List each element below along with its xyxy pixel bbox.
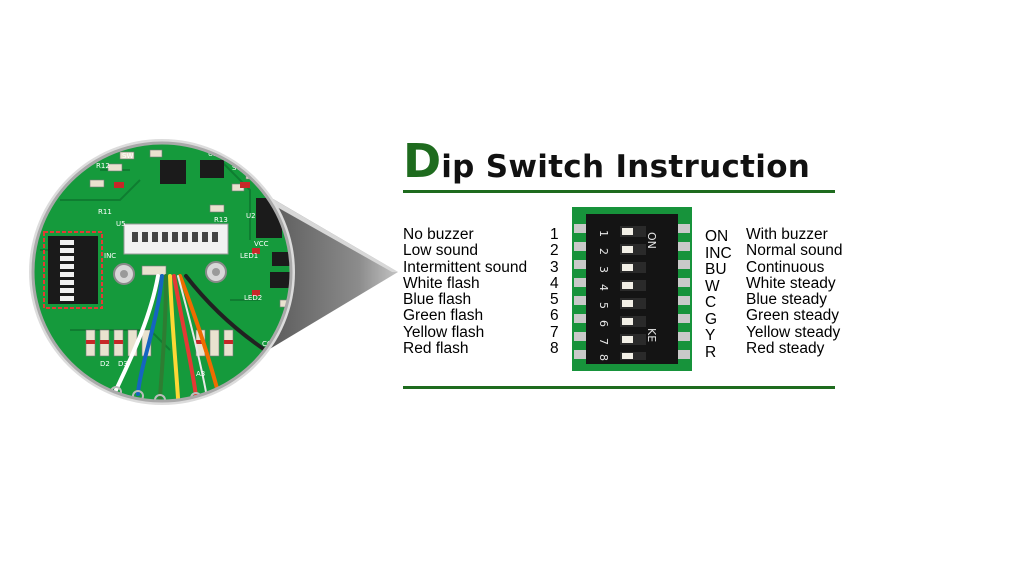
board-label: VCC [254,240,269,248]
zoom-cone [268,196,398,350]
on-label: Continuous [746,258,825,276]
switch-number: 5 [550,291,559,309]
on-label: Blue steady [746,291,827,309]
board-label: R11 [98,208,112,216]
code-label: R [705,343,717,361]
switch-number: 3 [550,258,559,276]
switch-number: 4 [550,274,559,292]
board-label: R13 [214,216,228,224]
dip-number: 5 [597,302,610,309]
dip-number: 8 [597,354,610,361]
board-label: U5 [116,220,126,228]
top-divider [403,190,835,193]
code-label: BU [705,261,727,278]
dip-switch-photo: ON KE 1 2 3 4 5 6 7 8 [572,207,692,371]
dip-on-mark: ON [645,232,658,249]
on-label: Green steady [746,307,840,325]
bottom-divider [403,386,835,389]
dip-number: 7 [597,338,610,345]
off-label: Yellow flash [403,323,485,341]
board-label: SW [122,152,133,160]
code-label: INC [705,244,732,262]
board-label: LED1 [240,252,258,260]
on-labels-column: With buzzer Normal sound Continuous Whit… [746,226,843,358]
switch-number: 1 [550,226,559,243]
on-label: With buzzer [746,226,828,243]
on-label: Red steady [746,340,825,358]
title-first-letter: D [403,134,442,188]
switch-number: 8 [550,340,559,358]
page-title: Dip Switch Instruction [403,136,810,186]
off-label: No buzzer [403,226,474,243]
code-label: ON [705,228,729,245]
on-label: Yellow steady [746,323,841,341]
code-label: G [705,310,718,328]
off-label: Red flash [403,340,469,358]
board-label: LED2 [244,294,262,302]
off-label: Blue flash [403,291,472,309]
board-label: D2 [100,360,110,368]
dip-ke-mark: KE [645,328,658,342]
off-label: Green flash [403,307,484,325]
switch-numbers-column: 1 2 3 4 5 6 7 8 [550,226,559,358]
dip-number: 6 [597,320,610,327]
on-label: Normal sound [746,242,843,260]
on-label: White steady [746,274,836,292]
off-label: White flash [403,274,480,292]
off-label: Low sound [403,242,478,260]
dip-number: 1 [597,230,610,237]
code-label: W [705,277,720,295]
switch-number: 7 [550,323,559,341]
board-label: INC [104,252,116,260]
zoom-cone-edge [268,196,398,272]
dip-number: 2 [597,248,610,255]
codes-column: ON INC BU W C G Y R [705,228,732,361]
board-label: R12 [96,162,110,170]
switch-number: 6 [550,307,559,325]
off-label: Intermittent sound [403,258,528,276]
code-label: C [705,294,717,311]
board-label: A3 [196,370,205,378]
pcb-board: SW SW U3 U5 U2 VCC LED1 LED2 COM BU D2 D… [29,139,295,405]
title-rest: ip Switch Instruction [441,149,811,185]
switch-number: 2 [550,242,559,260]
code-label: Y [705,327,716,344]
off-labels-column: No buzzer Low sound Intermittent sound W… [403,226,528,358]
board-label: U2 [246,212,256,220]
dip-number: 4 [597,284,610,291]
board-label: D3 [118,360,128,368]
dip-number: 3 [597,266,610,273]
